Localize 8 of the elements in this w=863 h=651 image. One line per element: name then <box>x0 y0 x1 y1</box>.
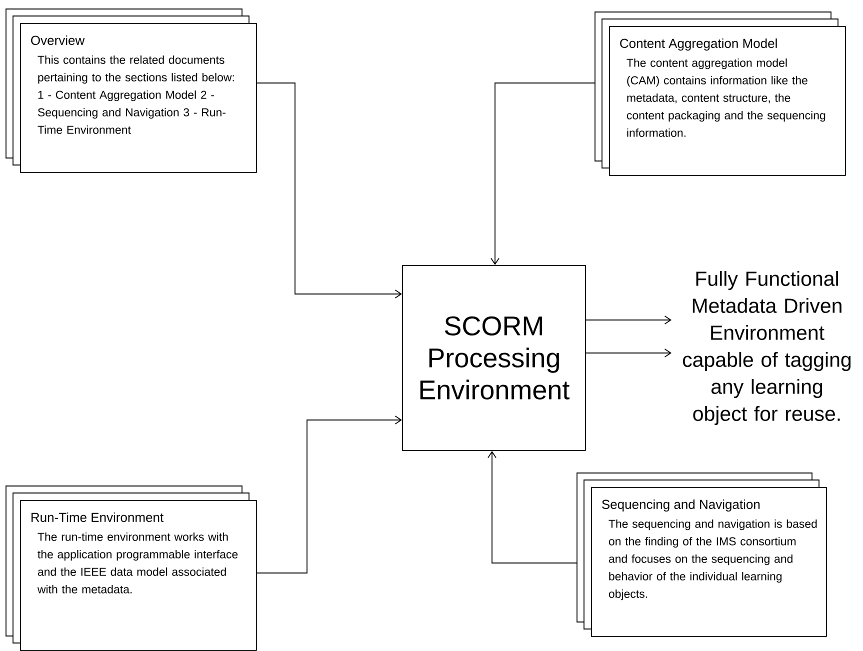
arrow <box>256 82 402 298</box>
process-box: SCORM Processing Environment <box>402 265 586 451</box>
arrow <box>488 450 578 564</box>
arrow <box>256 416 402 574</box>
arrow <box>490 82 596 265</box>
result-text: Fully Functional Metadata Driven Environment capable of tagging any learning object for reuse. <box>682 270 851 426</box>
arrow <box>585 316 672 324</box>
arrow <box>585 348 672 358</box>
